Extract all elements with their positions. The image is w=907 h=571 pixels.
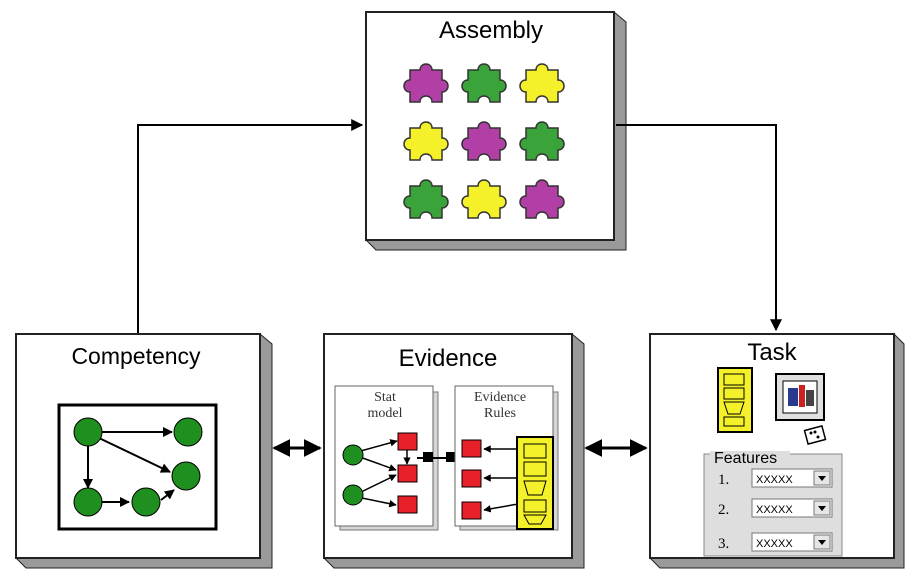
graph-node-icon [173, 417, 203, 447]
observable-node [461, 501, 482, 520]
feature-select-value: XXXXX [756, 538, 793, 550]
work-product-icon [717, 367, 753, 433]
assembly-title: Assembly [439, 17, 543, 44]
puzzle-piece-icon [461, 63, 507, 103]
assembly-box: Assembly [364, 10, 627, 251]
graph-node-icon [73, 487, 103, 517]
feature-number: 2. [718, 502, 729, 518]
observable-node [397, 495, 418, 514]
graph-node-icon [342, 444, 364, 466]
feature-select[interactable]: XXXXX [751, 498, 833, 518]
features-panel: Features 1. XXXXX 2. XXXXX [703, 450, 843, 557]
puzzle-piece-icon [519, 63, 565, 103]
graph-node-icon [342, 484, 364, 506]
stat-model-panel: Stat model [334, 385, 439, 531]
evidence-rules-label-1: Evidence [474, 390, 526, 405]
observable-node [397, 464, 418, 483]
puzzle-piece-icon [461, 179, 507, 219]
puzzle-grid [403, 63, 565, 219]
graph-node-icon [171, 461, 201, 491]
feature-select[interactable]: XXXXX [751, 468, 833, 488]
stat-model-label-1: Stat [374, 390, 396, 405]
competency-to-assembly-arrow [137, 119, 364, 334]
evidence-rules-label-2: Rules [484, 406, 516, 421]
competency-box: Competency [14, 332, 273, 569]
feature-select-value: XXXXX [756, 474, 793, 486]
work-product-icon [516, 436, 554, 530]
assembly-to-task-arrow [616, 124, 782, 332]
observable-node [461, 469, 482, 488]
observable-node [461, 439, 482, 458]
observable-node [397, 432, 418, 451]
feature-select[interactable]: XXXXX [751, 532, 833, 552]
feature-row: 2. XXXXX [718, 498, 833, 518]
competency-title: Competency [71, 343, 201, 369]
feature-number: 3. [718, 536, 729, 552]
puzzle-piece-icon [403, 63, 449, 103]
feature-number: 1. [718, 472, 729, 488]
evidence-title: Evidence [399, 345, 498, 372]
features-legend: Features [714, 450, 777, 467]
feature-select-value: XXXXX [756, 504, 793, 516]
graph-node-icon [73, 417, 103, 447]
stat-model-label-2: model [368, 406, 403, 421]
evidence-rules-panel: Evidence Rules [454, 385, 559, 531]
evidence-box: Evidence Stat model [322, 332, 585, 569]
monitor-icon [775, 373, 825, 421]
feature-row: 1. XXXXX [718, 468, 833, 488]
graph-node-icon [131, 487, 161, 517]
competency-graph [57, 403, 218, 531]
feature-row: 3. XXXXX [718, 532, 833, 552]
dice-icon [803, 424, 827, 446]
puzzle-piece-icon [461, 121, 507, 161]
puzzle-piece-icon [403, 179, 449, 219]
puzzle-piece-icon [519, 121, 565, 161]
puzzle-piece-icon [403, 121, 449, 161]
task-box: Task Features 1. [648, 332, 905, 569]
task-title: Task [747, 339, 797, 366]
puzzle-piece-icon [519, 179, 565, 219]
